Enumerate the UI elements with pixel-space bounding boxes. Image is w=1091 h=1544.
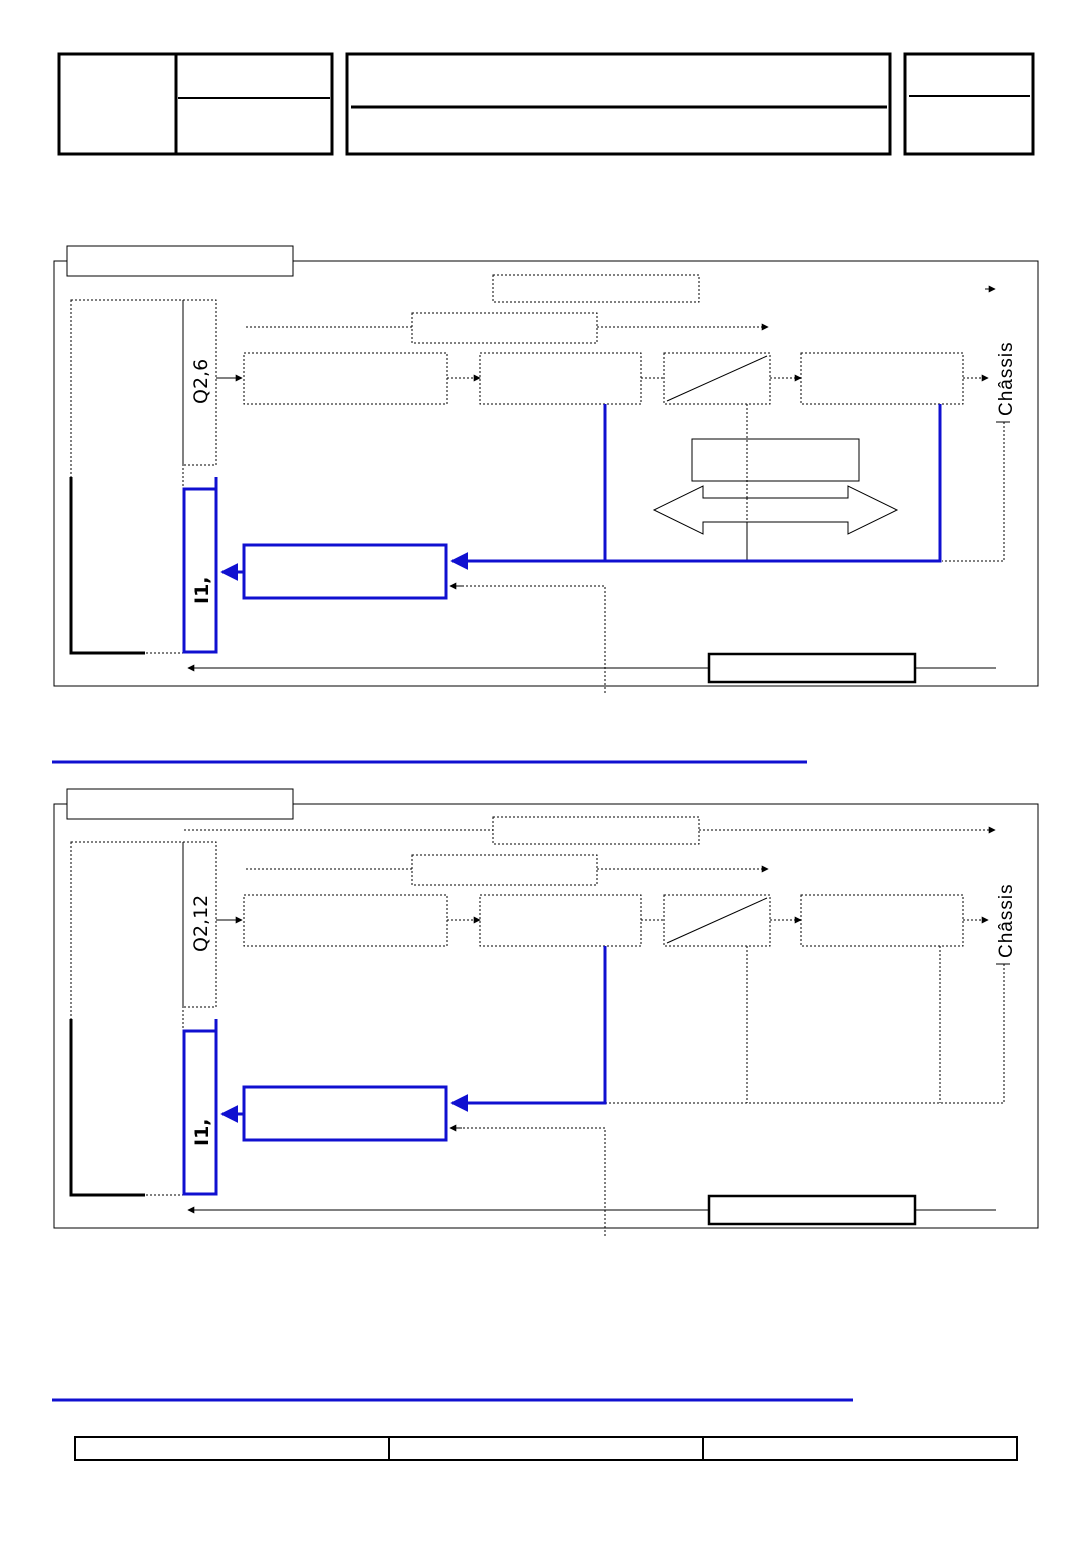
diagram-1-frame [53,260,1039,687]
diagram-2-feedback-dotted [452,1127,606,1236]
diagram-1-block-a [243,352,448,405]
diagram-2-block-b [479,894,642,947]
diagram-2-output-module [182,1029,218,1196]
diagram-1-chassis-return [942,422,1005,562]
diagram-2-block-d [800,894,964,947]
diagram-2-input-module [182,841,217,1008]
footer-table [74,1436,1018,1461]
diagram-2-converter-diagonal [666,897,768,944]
diagram-1-monitor-block [242,543,448,600]
diagram-2-chassis-return [605,964,1005,1104]
diagram-1-block-d [800,352,964,405]
diagram-2-output-label: I1, [191,1118,213,1146]
diagram-2-block-a [243,894,448,947]
block-diagram-2: Q2,12 I1, Châssis [53,788,1039,1236]
diagram-1-drop-block-d [605,404,942,563]
diagram-2-converter-block [663,894,771,947]
header-cell-title [345,52,892,156]
diagram-1-input-label: Q2,6 [190,359,212,404]
header-title-block [57,52,1035,156]
diagram-1-converter-diagonal [666,355,768,402]
header-cell-logo [57,52,178,156]
diagram-2-chassis-label: Châssis [996,883,1017,958]
diagram-1-chassis-label: Châssis [996,341,1017,416]
footer-cell-1 [74,1436,390,1461]
diagram-1-converter-block [663,352,771,405]
diagram-2-ground-box [707,1194,917,1226]
diagram-2-drop-block-b [450,946,607,1112]
diagram-1-controller-bracket [69,477,145,655]
diagram-2-second-label-box [411,854,598,886]
diagram-1-output-label: I1, [191,576,213,604]
diagram-2-controller-box [70,841,184,1196]
diagram-1-bus-label-box [691,438,860,482]
diagram-2-top-label-box [492,816,700,845]
footer-cell-3 [702,1436,1018,1461]
diagram-2-monitor-block [242,1085,448,1142]
diagram-1-block-b [479,352,642,405]
diagram-2-input-label: Q2,12 [190,895,212,952]
diagram-1-top-label-box [492,274,700,303]
header-cell-page [903,52,1035,156]
diagram-2-caption-box [66,788,294,820]
diagram-1-input-module [182,299,217,466]
footer-cell-2 [388,1436,704,1461]
diagram-1-feedback-dotted [452,585,606,693]
diagram-1-second-label-box [411,312,598,344]
header-cell-reference [174,52,334,156]
diagram-1-controller-box [70,299,184,654]
diagram-2-frame [53,803,1039,1229]
diagram-1-caption-box [66,245,294,277]
diagram-1-ground-box [707,652,917,684]
block-diagram-1: Q2,6 I1, Châssis [53,245,1039,693]
diagram-1-output-module [182,487,218,654]
diagram-2-controller-bracket [69,1019,145,1197]
diagram-1-bus-double-arrow [652,485,899,535]
